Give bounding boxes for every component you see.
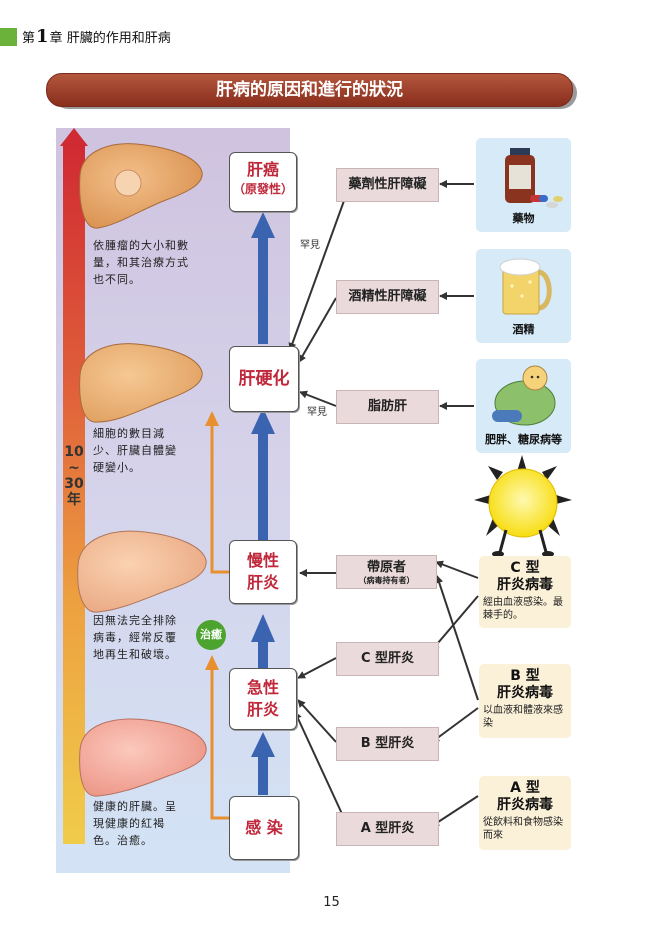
stage-cirrhosis: 肝硬化 (229, 346, 299, 412)
liver-cirrhosis-illustration (79, 343, 203, 423)
virus-card-hcv: C 型 肝炎病毒 經由血液感染。最棘手的。 (479, 556, 571, 628)
rare-label: 罕見 (307, 407, 327, 418)
medicine-bottle-icon (505, 148, 563, 208)
virus-sun-icon (474, 455, 572, 557)
cure-badge: 治癒 (196, 620, 226, 650)
recovery-arrows (210, 424, 229, 820)
virus-carrier: 帶原者 （病毒持有者） (336, 555, 437, 589)
obese-person-icon (492, 365, 556, 426)
liver-healthy-illustration (79, 718, 207, 797)
stage-acute-hepatitis: 急性 肝炎 (229, 668, 297, 730)
stage-chronic-hepatitis: 慢性 肝炎 (229, 540, 297, 604)
timeline-arrow-tip (60, 128, 88, 146)
chapter-marker (0, 28, 17, 46)
stage-infection: 感 染 (229, 796, 299, 860)
connector-arrows (288, 180, 479, 827)
liver-caption-cirrhosis: 細胞的數目減少、肝臟自體變硬變小。 (93, 427, 177, 474)
beer-mug-icon (499, 258, 552, 315)
liver-cancer-illustration (79, 143, 203, 229)
rare-label: 罕見 (300, 240, 320, 251)
hepatitis-c: C 型肝炎 (336, 642, 439, 676)
page-title: 肝病的原因和進行的狀況 (46, 73, 573, 107)
page-number: 15 (323, 895, 340, 910)
virus-card-hav: A 型 肝炎病毒 從飲料和食物感染而來 (479, 776, 571, 850)
liver-chronic-illustration (77, 530, 207, 613)
liver-caption-healthy: 健康的肝臟。呈現健康的紅褐色。治癒。 (93, 800, 177, 847)
drug-induced-liver-disorder: 藥劑性肝障礙 (336, 168, 439, 202)
fatty-liver: 脂肪肝 (336, 390, 439, 424)
alcoholic-liver-disorder: 酒精性肝障礙 (336, 280, 439, 314)
stage-liver-cancer: 肝癌 （原發性） (229, 152, 297, 212)
hepatitis-b: B 型肝炎 (336, 727, 439, 761)
chapter-title: 肝臟的作用和肝病 (66, 31, 171, 46)
chapter-heading: 第1章 肝臟的作用和肝病 (22, 26, 171, 47)
liver-caption-cancer: 依腫瘤的大小和數量，和其治療方式也不同。 (93, 239, 189, 286)
hepatitis-a: A 型肝炎 (336, 812, 439, 846)
liver-caption-chronic: 因無法完全排除病毒，經常反覆地再生和破壞。 (93, 614, 177, 661)
progression-arrows (251, 212, 275, 795)
timeline-bar (63, 144, 85, 844)
virus-card-hbv: B 型 肝炎病毒 以血液和體液來感染 (479, 664, 571, 738)
